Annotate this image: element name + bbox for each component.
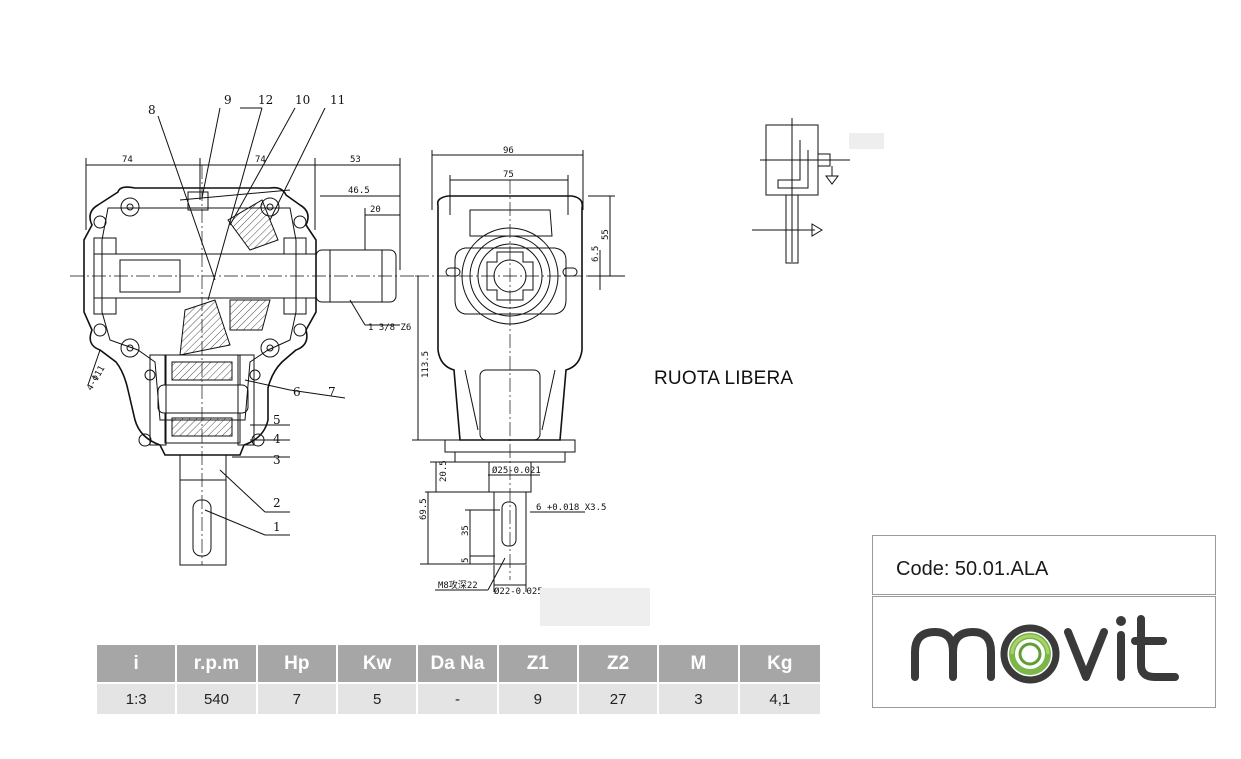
dim-74-right: 74 [255, 155, 266, 165]
dim-69-5: 69.5 [419, 498, 429, 520]
dim-5: 5 [461, 558, 471, 563]
header-i: i [97, 645, 178, 682]
dim-53: 53 [350, 155, 361, 165]
header-kg: Kg [739, 645, 820, 682]
callout-12: 12 [258, 93, 273, 107]
dim-key: 6 +0.018 X3.5 [536, 503, 606, 513]
callout-4: 4 [273, 432, 281, 446]
callout-7: 7 [328, 385, 336, 399]
value-z1: 9 [498, 682, 579, 714]
dim-113-5: 113.5 [421, 351, 431, 378]
movit-logo: movit [911, 615, 1179, 684]
value-dana: - [418, 682, 499, 714]
value-z2: 27 [578, 682, 660, 714]
header-hp: Hp [257, 645, 338, 682]
dim-6-5: 6.5 [591, 246, 601, 262]
value-i: 1:3 [97, 682, 178, 714]
value-rpm: 540 [177, 682, 258, 714]
dim-thread: 1 3/8 Z6 [368, 323, 411, 333]
dim-96: 96 [503, 146, 514, 156]
callout-8: 8 [148, 103, 156, 117]
header-z2: Z2 [578, 645, 660, 682]
value-kg: 4,1 [739, 682, 820, 714]
spec-value-row: 1:3 540 7 5 - 9 27 3 4,1 [97, 682, 820, 714]
blank-label-bottom [540, 588, 650, 626]
header-kw: Kw [337, 645, 419, 682]
callout-11: 11 [330, 93, 345, 107]
schematic-symbol [752, 118, 850, 264]
freewheel-note: RUOTA LIBERA [654, 368, 794, 389]
value-hp: 7 [257, 682, 338, 714]
dim-55: 55 [601, 229, 611, 240]
spec-table: i r.p.m Hp Kw Da Na Z1 Z2 M Kg 1:3 540 7… [97, 645, 820, 714]
logo-box: movit [872, 596, 1216, 708]
callout-2: 2 [273, 496, 281, 510]
header-rpm: r.p.m [177, 645, 258, 682]
dim-holes: 4-Φ11 [85, 364, 107, 392]
blank-label-top [849, 133, 884, 149]
dim-bore-22: Ø22-0.025 [494, 586, 543, 597]
header-z1: Z1 [498, 645, 579, 682]
value-kw: 5 [337, 682, 419, 714]
dim-46-5: 46.5 [348, 186, 370, 196]
callout-10: 10 [295, 93, 310, 107]
header-m: M [659, 645, 740, 682]
dim-75: 75 [503, 170, 514, 180]
callout-3: 3 [273, 453, 281, 467]
callout-1: 1 [273, 520, 281, 534]
value-m: 3 [659, 682, 740, 714]
callout-5: 5 [273, 413, 281, 427]
header-dana: Da Na [418, 645, 499, 682]
callout-9: 9 [224, 93, 232, 107]
dim-35: 35 [461, 525, 471, 536]
front-view [412, 150, 625, 592]
dim-m8: M8攻深22 [438, 579, 478, 591]
side-view [70, 107, 420, 566]
product-code: Code: 50.01.ALA [896, 558, 1049, 580]
dim-74-left: 74 [122, 155, 133, 165]
dim-20: 20 [370, 205, 381, 215]
spec-header-row: i r.p.m Hp Kw Da Na Z1 Z2 M Kg [97, 645, 820, 682]
dim-20-5: 20.5 [439, 460, 449, 482]
code-box: Code: 50.01.ALA [872, 535, 1216, 595]
dim-bore-25: Ø25-0.021 [492, 465, 541, 476]
callout-6: 6 [293, 385, 301, 399]
